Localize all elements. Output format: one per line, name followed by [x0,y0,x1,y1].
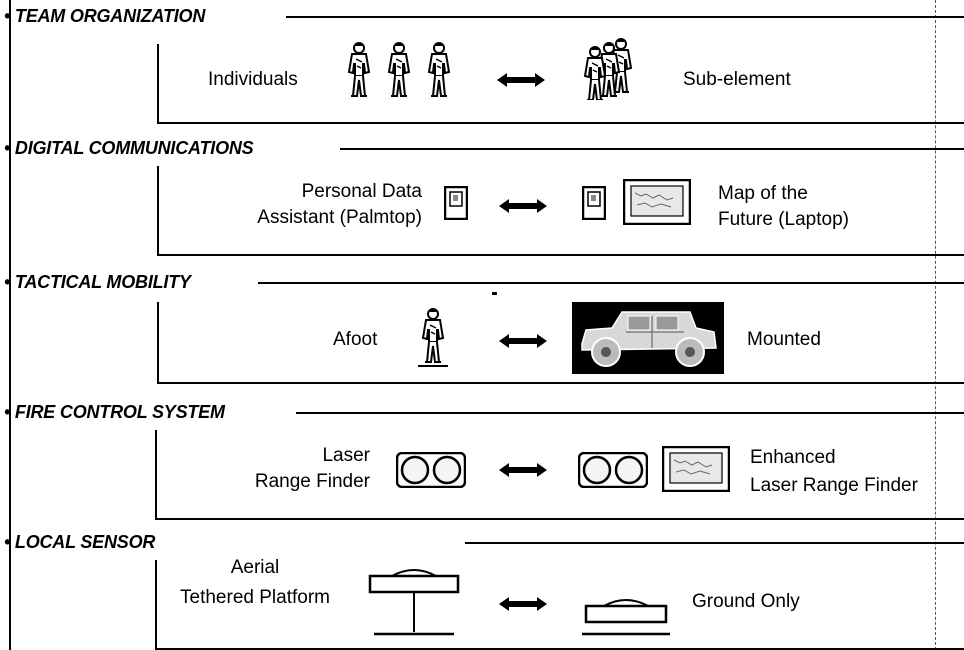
label-enhanced-line2: Laser Range Finder [750,475,918,496]
label-mounted: Mounted [747,329,821,350]
rangefinder-icon [396,452,466,488]
section-title: • DIGITAL COMMUNICATIONS [4,138,254,158]
section-title: • TEAM ORGANIZATION [4,6,206,26]
double-arrow-icon [499,199,547,213]
laptop-map-icon [623,179,691,225]
enhanced-display-icon [662,446,730,492]
page-right-dashed-border [935,0,936,650]
aerial-sensor-platform-icon [368,569,460,636]
double-arrow-icon [497,73,545,87]
double-arrow-icon [499,463,547,477]
section-rule [465,542,964,544]
page-left-border [9,0,11,650]
double-arrow-icon [499,334,547,348]
section-bracket [157,302,964,384]
section-bracket [155,430,964,520]
label-palmtop-line2: Assistant (Palmtop) [257,207,422,228]
palmtop-icon [582,186,606,220]
label-aerial-line1: Aerial [230,557,280,578]
label-sub-element: Sub-element [683,69,791,90]
individuals-soldiers-icon [348,42,450,97]
humvee-vehicle-icon [572,302,724,374]
label-enhanced-line1: Enhanced [750,447,836,468]
label-ground-only: Ground Only [692,591,800,612]
section-tactical-mobility: • TACTICAL MOBILITY Afoot Mounted [0,272,964,392]
section-title: • TACTICAL MOBILITY [4,272,191,292]
section-rule [286,16,964,18]
section-digital-communications: • DIGITAL COMMUNICATIONS Personal Data A… [0,138,964,262]
label-individuals: Individuals [208,69,298,90]
stray-mark [492,292,497,295]
ground-sensor-icon [582,599,670,636]
afoot-soldier-icon [418,308,448,367]
section-local-sensor: • LOCAL SENSOR Aerial Tethered Platform … [0,532,964,650]
section-fire-control-system: • FIRE CONTROL SYSTEM Laser Range Finder… [0,402,964,522]
rangefinder-icon [578,452,648,488]
label-laser-line2: Range Finder [254,471,370,492]
section-rule [296,412,964,414]
label-laptop-line1: Map of the [718,183,808,204]
label-laptop-line2: Future (Laptop) [718,209,849,230]
label-palmtop-line1: Personal Data [301,181,422,202]
section-bracket [157,44,964,124]
section-title: • FIRE CONTROL SYSTEM [4,402,225,422]
palmtop-icon [444,186,468,220]
section-rule [340,148,964,150]
section-team-organization: • TEAM ORGANIZATION Individuals Sub-elem… [0,6,964,130]
section-title: • LOCAL SENSOR [4,532,156,552]
label-laser-line1: Laser [322,445,370,466]
label-aerial-line2: Tethered Platform [180,587,330,608]
section-bracket [155,560,964,650]
label-afoot: Afoot [333,329,378,350]
double-arrow-icon [499,597,547,611]
sub-element-soldiers-icon [584,38,632,100]
section-rule [258,282,964,284]
section-bracket [157,166,964,256]
